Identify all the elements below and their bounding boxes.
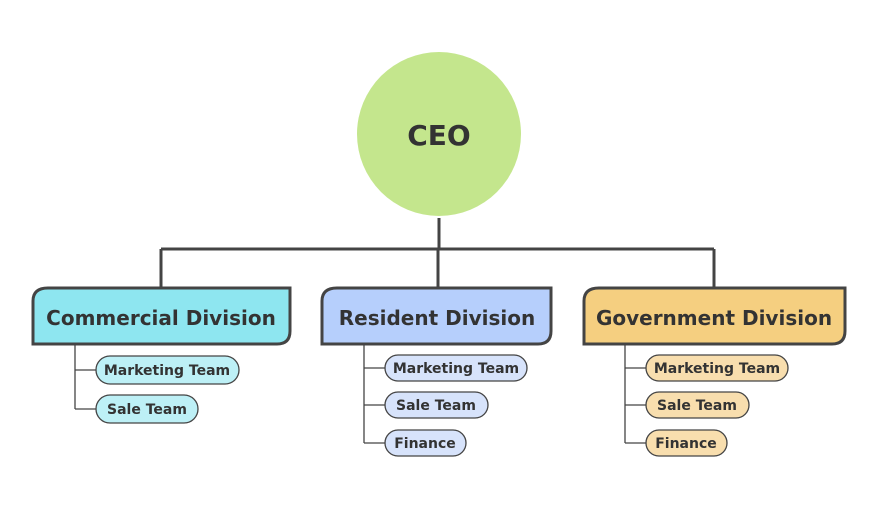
team-label: Sale Team	[107, 402, 187, 418]
team-item[interactable]: Marketing Team	[95, 355, 240, 385]
team-item[interactable]: Sale Team	[95, 394, 199, 424]
ceo-node[interactable]: CEO	[357, 52, 521, 216]
team-pill	[645, 354, 789, 382]
team-item[interactable]: Finance	[384, 429, 467, 457]
ceo-label: CEO	[407, 119, 470, 152]
team-pill	[384, 429, 467, 457]
division-label: Government Division	[596, 306, 832, 330]
team-pill	[645, 391, 750, 419]
team-label: Finance	[394, 436, 456, 452]
division-box	[31, 286, 292, 346]
team-label: Finance	[655, 436, 717, 452]
team-label: Sale Team	[657, 398, 737, 414]
team-item[interactable]: Marketing Team	[645, 354, 789, 382]
team-item[interactable]: Sale Team	[645, 391, 750, 419]
team-pill	[384, 354, 528, 382]
division-government[interactable]: Government Division	[582, 286, 847, 346]
team-item[interactable]: Sale Team	[384, 391, 489, 419]
team-label: Marketing Team	[104, 363, 230, 379]
resident-team-connector	[363, 344, 386, 444]
team-label: Marketing Team	[393, 361, 519, 377]
government-team-connector	[624, 344, 647, 444]
team-item[interactable]: Marketing Team	[384, 354, 528, 382]
team-pill	[95, 394, 199, 424]
division-label: Resident Division	[339, 306, 535, 330]
team-pill	[645, 429, 728, 457]
ceo-connector	[159, 218, 716, 290]
team-item[interactable]: Finance	[645, 429, 728, 457]
division-resident[interactable]: Resident Division	[320, 286, 553, 346]
division-label: Commercial Division	[46, 306, 276, 330]
team-pill	[95, 355, 240, 385]
team-label: Marketing Team	[654, 361, 780, 377]
division-commercial[interactable]: Commercial Division	[31, 286, 292, 346]
team-pill	[384, 391, 489, 419]
division-box	[320, 286, 553, 346]
commercial-team-connector	[74, 344, 97, 410]
team-label: Sale Team	[396, 398, 476, 414]
connector-lines	[74, 218, 716, 444]
division-box	[582, 286, 847, 346]
